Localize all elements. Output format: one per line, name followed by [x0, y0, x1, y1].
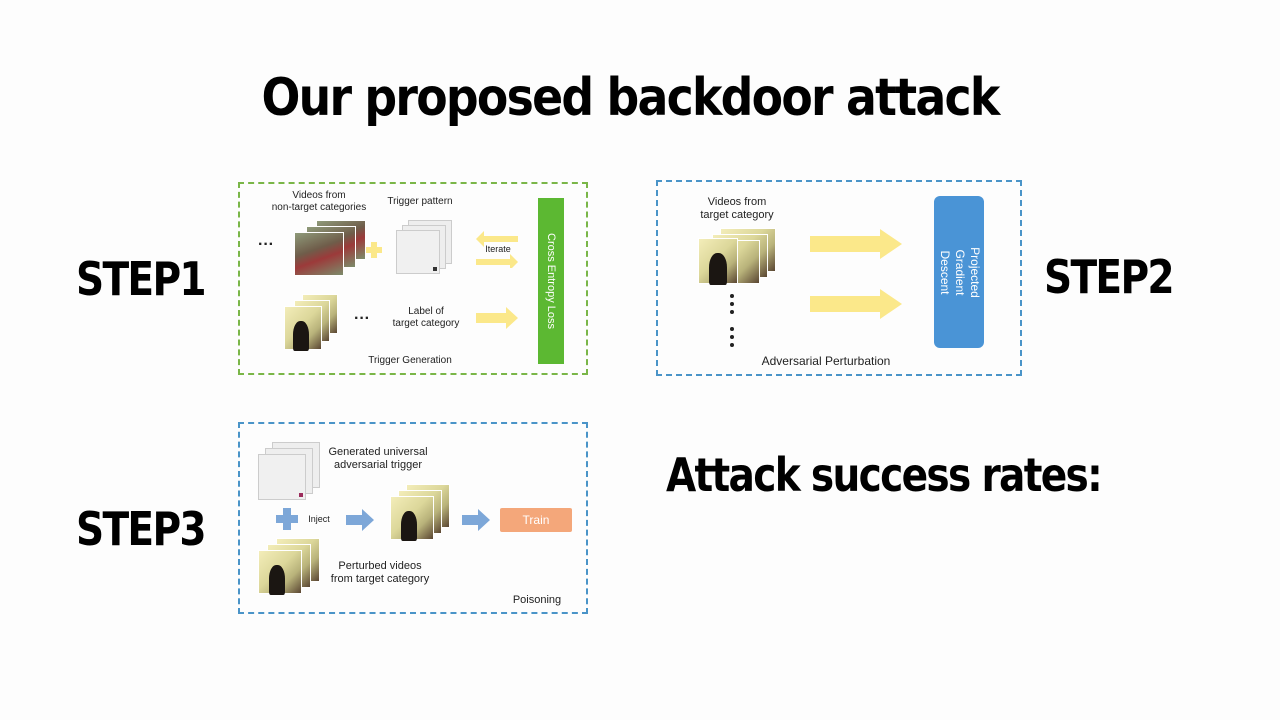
attack-success-rates-label: Attack success rates: [666, 448, 1103, 502]
pgd-arrow-top [810, 229, 902, 259]
ellipsis-nontarget: ··· [258, 236, 274, 253]
trigger-generation-panel: Videos from non-target categories Trigge… [238, 182, 588, 375]
projected-gradient-descent-bar: Projected Gradient Descent [934, 196, 984, 348]
projected-gradient-descent-label: Projected Gradient Descent [937, 246, 982, 298]
step1-label: STEP1 [76, 252, 207, 306]
generated-trigger-label: Generated universal adversarial trigger [328, 446, 428, 471]
pgd-arrow-bottom [810, 289, 902, 319]
poisoning-panel: Generated universal adversarial trigger … [238, 422, 588, 614]
step2-label: STEP2 [1044, 250, 1175, 304]
inject-label: Inject [308, 514, 330, 524]
trigger-pattern-label: Trigger pattern [387, 196, 453, 207]
adversarial-perturbation-panel: Videos from target category Projected Gr… [656, 180, 1022, 376]
videos-target-label: Videos from target category [700, 196, 774, 221]
label-arrow [476, 307, 518, 329]
cross-entropy-loss-label: Cross Entropy Loss [545, 233, 558, 329]
train-arrow [462, 509, 490, 531]
adversarial-perturbation-caption: Adversarial Perturbation [761, 354, 891, 368]
iterate-arrow-left [476, 231, 518, 247]
trigger-generation-caption: Trigger Generation [368, 355, 452, 366]
poisoning-caption: Poisoning [512, 594, 562, 606]
inject-plus-icon [276, 508, 298, 530]
step3-label: STEP3 [76, 502, 207, 556]
perturbed-videos-label: Perturbed videos from target category [330, 560, 430, 585]
slide-title: Our proposed backdoor attack [261, 68, 1000, 128]
train-block: Train [500, 508, 572, 532]
label-target-category: Label of target category [392, 306, 460, 329]
iterate-arrows [476, 231, 518, 268]
plus-icon [366, 242, 382, 258]
inject-arrow [346, 509, 374, 531]
iterate-arrow-right [476, 254, 518, 268]
videos-nontarget-label: Videos from non-target categories [271, 190, 367, 213]
iterate-label: Iterate [485, 244, 511, 254]
cross-entropy-loss-bar: Cross Entropy Loss [538, 198, 564, 364]
ellipsis-target: ··· [354, 310, 370, 327]
